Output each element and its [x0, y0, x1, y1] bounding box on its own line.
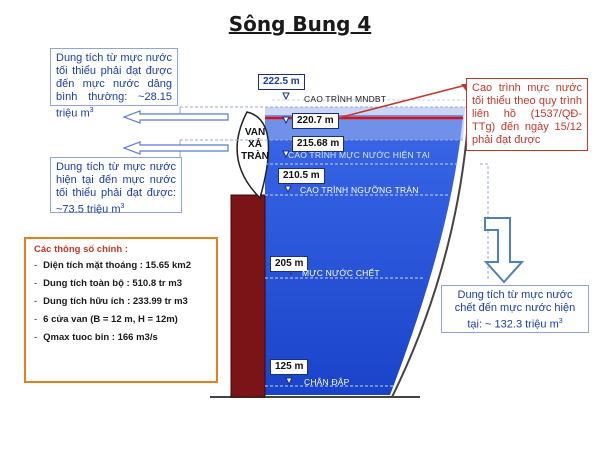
- level-tag-125: 125 m: [270, 359, 309, 375]
- params-list: -Diện tích mặt thoáng : 15.65 km2 -Dung …: [34, 260, 208, 343]
- level-label-dam-foot: CHÂN ĐẬP: [304, 377, 350, 387]
- callout-capacity-current-to-min: Dung tích từ mực nước hiện tại đến mực n…: [50, 157, 182, 216]
- level-tag-220-7: 220.7 m: [292, 113, 339, 129]
- callout-capacity-min-to-normal: Dung tích từ mực nước tối thiểu phải đạt…: [50, 48, 178, 120]
- params-title: Các thông số chính :: [34, 244, 128, 255]
- arrow-left-top-icon: [122, 110, 229, 124]
- level-label-dead-water: MỰC NƯỚC CHẾT: [302, 268, 380, 278]
- diagram-title: Sông Bung 4: [228, 12, 372, 36]
- arrow-left-mid-icon: [122, 141, 229, 155]
- level-tag-210-5: 210.5 m: [278, 168, 325, 184]
- callout-capacity-dead-to-current: Dung tích từ mực nước chết đến mực nước …: [441, 285, 589, 333]
- param-item: -Qmax tuoc bin : 166 m3/s: [34, 332, 158, 343]
- param-item: -Dung tích toàn bộ : 510.8 tr m3: [34, 278, 182, 289]
- arrow-down-right-icon: [483, 217, 525, 284]
- key-parameters-box: Các thông số chính : -Diện tích mặt thoá…: [24, 237, 218, 383]
- level-label-spillway-crest: CAO TRÌNH NGƯỠNG TRÀN: [300, 185, 419, 195]
- param-item: -Dung tích hữu ích : 233.99 tr m3: [34, 296, 188, 307]
- level-tag-215-68: 215.68 m: [292, 136, 345, 152]
- param-item: -6 cửa van (B = 12 m, H = 12m): [34, 314, 178, 325]
- param-item: -Diện tích mặt thoáng : 15.65 km2: [34, 260, 191, 271]
- spillway-gate-label: VAN XẢ TRÀN: [241, 127, 269, 162]
- level-tag-222-5: 222.5 m: [258, 74, 305, 90]
- reservoir-water: [265, 115, 463, 395]
- level-tag-205: 205 m: [270, 256, 309, 272]
- level-label-mndbt: CAO TRÌNH MNDBT: [304, 94, 387, 104]
- dam-body: [230, 194, 266, 398]
- callout-minimum-level-rule: Cao trình mực nước tối thiểu theo quy tr…: [466, 78, 588, 151]
- level-label-current: CAO TRÌNH MỰC NƯỚC HIỆN TẠI: [288, 150, 431, 160]
